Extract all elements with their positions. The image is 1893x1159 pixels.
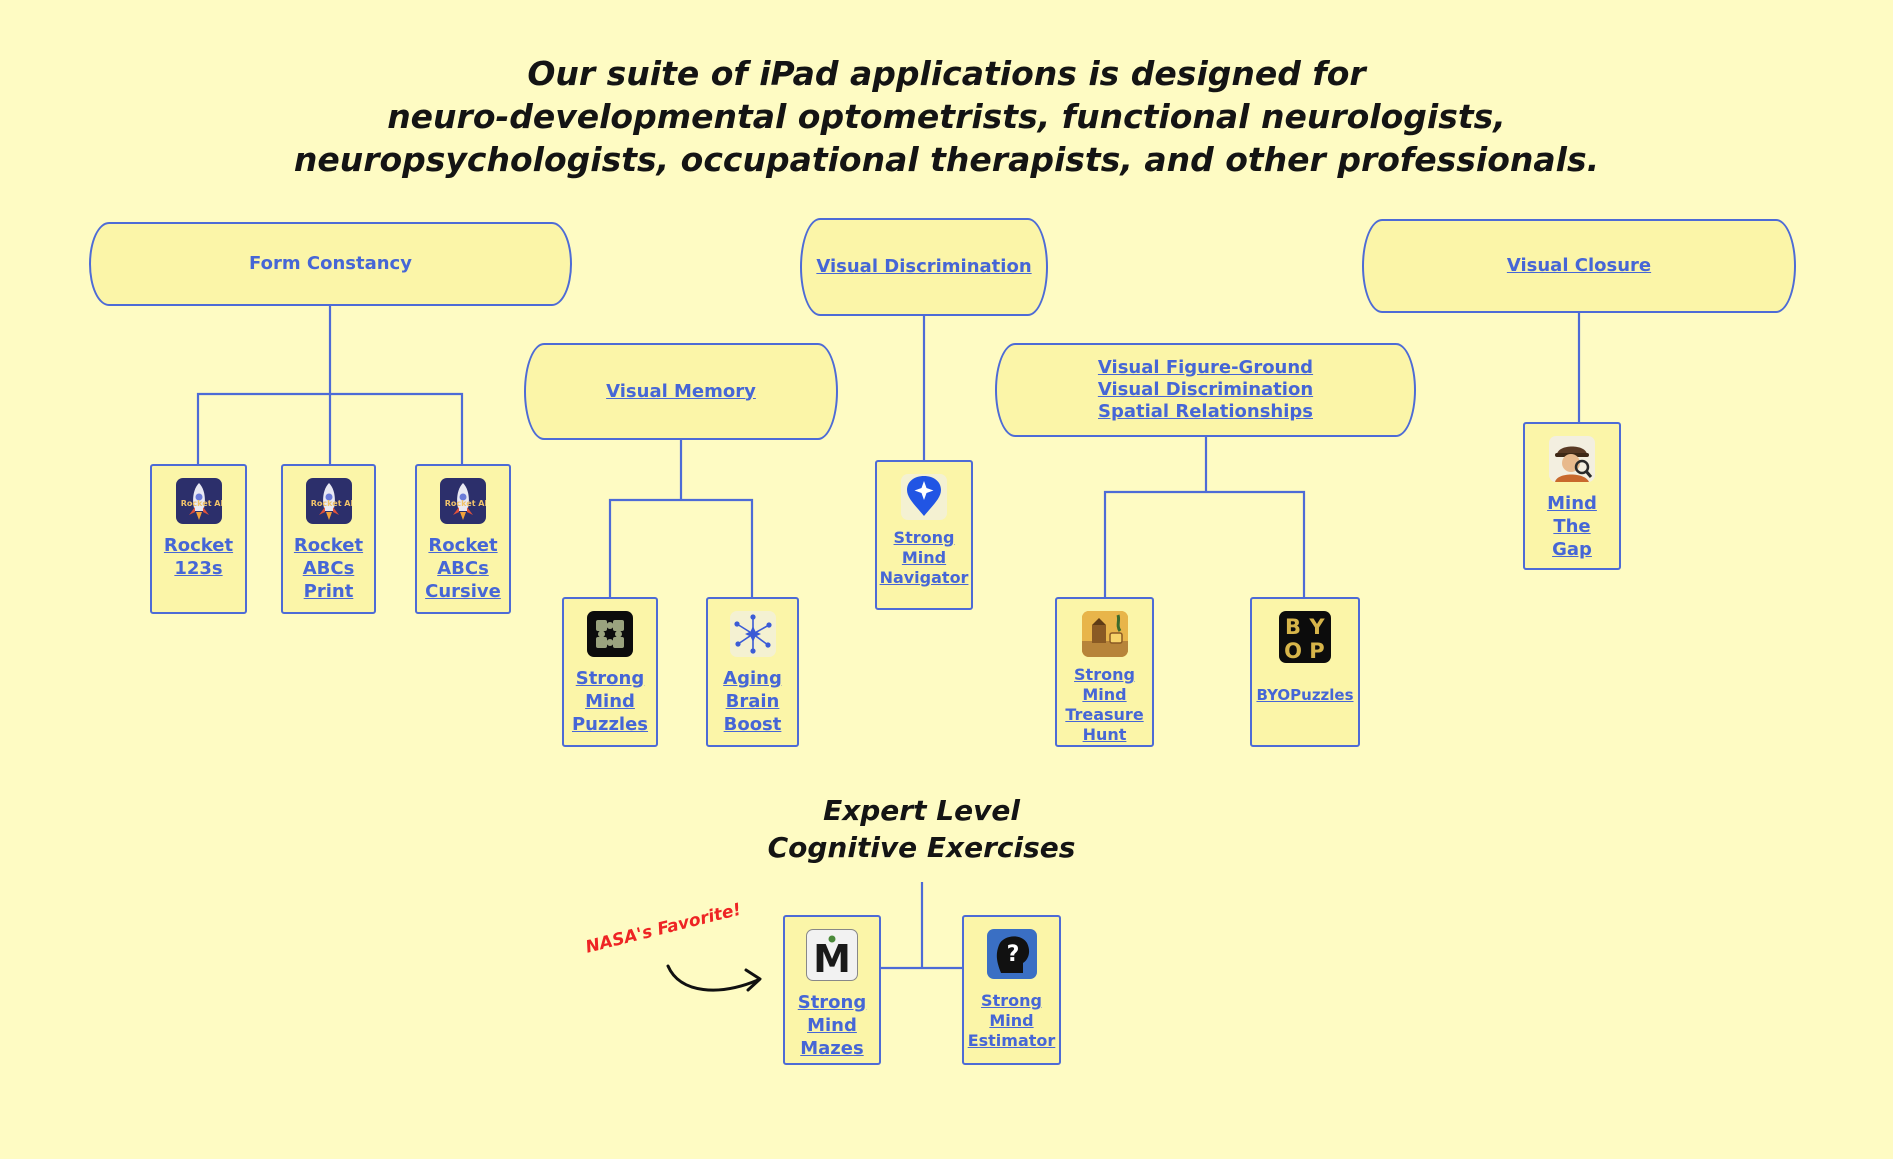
curved-arrow-icon bbox=[666, 964, 762, 992]
headline-line-2: neuro-developmental optometrists, functi… bbox=[387, 97, 1506, 136]
svg-text:?: ? bbox=[1006, 942, 1019, 967]
category-label[interactable]: Visual Discrimination bbox=[816, 256, 1032, 277]
app-label[interactable]: Strong Mind Estimator bbox=[967, 991, 1056, 1050]
app-label[interactable]: Strong Mind Mazes bbox=[797, 992, 867, 1059]
category-label[interactable]: Visual Figure-Ground bbox=[1097, 357, 1314, 378]
connector-form-constancy bbox=[196, 306, 464, 464]
category-visual-discrimination[interactable]: Visual Discrimination bbox=[800, 218, 1048, 316]
map-pin-star-icon bbox=[901, 474, 947, 520]
svg-text:B: B bbox=[1285, 615, 1301, 639]
svg-text:Rocket ABCs: Rocket ABCs bbox=[445, 499, 486, 508]
rocket-icon: Rocket ABCs bbox=[440, 478, 486, 524]
app-strong-mind-mazes[interactable]: M Strong Mind Mazes bbox=[783, 915, 881, 1065]
app-label[interactable]: Strong Mind Puzzles bbox=[571, 668, 649, 735]
headline-line-1: Our suite of iPad applications is design… bbox=[527, 54, 1366, 93]
app-label[interactable]: Rocket ABCs Print bbox=[293, 535, 364, 602]
app-strong-mind-estimator[interactable]: ? Strong Mind Estimator bbox=[962, 915, 1061, 1065]
puzzle-icon bbox=[587, 611, 633, 657]
page-headline: Our suite of iPad applications is design… bbox=[0, 52, 1893, 181]
svg-text:Rocket ABCs: Rocket ABCs bbox=[180, 499, 221, 508]
connector-visual-memory bbox=[608, 440, 754, 597]
category-form-constancy: Form Constancy bbox=[89, 222, 572, 306]
app-mind-the-gap[interactable]: Mind The Gap bbox=[1523, 422, 1621, 570]
expert-level-caption: Expert Level Cognitive Exercises bbox=[767, 794, 1076, 864]
svg-text:O: O bbox=[1284, 639, 1302, 663]
detective-icon bbox=[1549, 436, 1595, 482]
app-rocket-abcs-cursive[interactable]: Rocket ABCs Rocket ABCs Cursive bbox=[415, 464, 511, 614]
app-strong-mind-navigator[interactable]: Strong Mind Navigator bbox=[875, 460, 973, 610]
app-rocket-123s[interactable]: Rocket ABCs Rocket 123s bbox=[150, 464, 247, 614]
category-label[interactable]: Spatial Relationships bbox=[1098, 401, 1313, 422]
app-label[interactable]: Strong Mind Treasure Hunt bbox=[1065, 665, 1144, 744]
headline-line-3: neuropsychologists, occupational therapi… bbox=[293, 140, 1600, 179]
question-head-icon: ? bbox=[986, 929, 1037, 979]
svg-text:Y: Y bbox=[1308, 615, 1325, 639]
app-label[interactable]: Rocket 123s bbox=[163, 535, 234, 579]
app-label[interactable]: Aging Brain Boost bbox=[723, 668, 782, 735]
rocket-icon: Rocket ABCs bbox=[175, 478, 222, 524]
app-byopuzzles[interactable]: B Y O P BYOPuzzles bbox=[1250, 597, 1360, 747]
svg-text:P: P bbox=[1309, 639, 1324, 663]
svg-text:Rocket ABCs: Rocket ABCs bbox=[310, 499, 351, 508]
connector-figure-ground bbox=[1103, 437, 1306, 597]
app-rocket-abcs-print[interactable]: Rocket ABCs Rocket ABCs Print bbox=[281, 464, 376, 614]
app-label[interactable]: Rocket ABCs Cursive bbox=[425, 535, 501, 602]
app-label[interactable]: Mind The Gap bbox=[1547, 493, 1597, 560]
network-star-icon bbox=[729, 611, 776, 657]
category-figure-ground[interactable]: Visual Figure-Ground Visual Discriminati… bbox=[995, 343, 1416, 437]
rocket-icon: Rocket ABCs bbox=[305, 478, 352, 524]
category-label[interactable]: Visual Discrimination bbox=[1097, 379, 1314, 400]
app-aging-brain-boost[interactable]: Aging Brain Boost bbox=[706, 597, 799, 747]
svg-text:M: M bbox=[813, 937, 851, 980]
connector-expert bbox=[881, 882, 962, 970]
category-visual-memory[interactable]: Visual Memory bbox=[524, 343, 838, 440]
category-visual-closure[interactable]: Visual Closure bbox=[1362, 219, 1796, 313]
app-strong-mind-puzzles[interactable]: Strong Mind Puzzles bbox=[562, 597, 658, 747]
category-label[interactable]: Visual Memory bbox=[606, 380, 756, 402]
treasure-scene-icon bbox=[1081, 611, 1128, 657]
app-strong-mind-treasure-hunt[interactable]: Strong Mind Treasure Hunt bbox=[1055, 597, 1154, 747]
app-label[interactable]: Strong Mind Navigator bbox=[879, 528, 969, 587]
category-label[interactable]: Visual Closure bbox=[1506, 255, 1652, 276]
app-label[interactable]: BYOPuzzles bbox=[1256, 686, 1354, 704]
category-label: Form Constancy bbox=[249, 253, 412, 274]
letter-m-icon: M bbox=[806, 929, 858, 981]
byop-letters-icon: B Y O P bbox=[1279, 611, 1331, 663]
